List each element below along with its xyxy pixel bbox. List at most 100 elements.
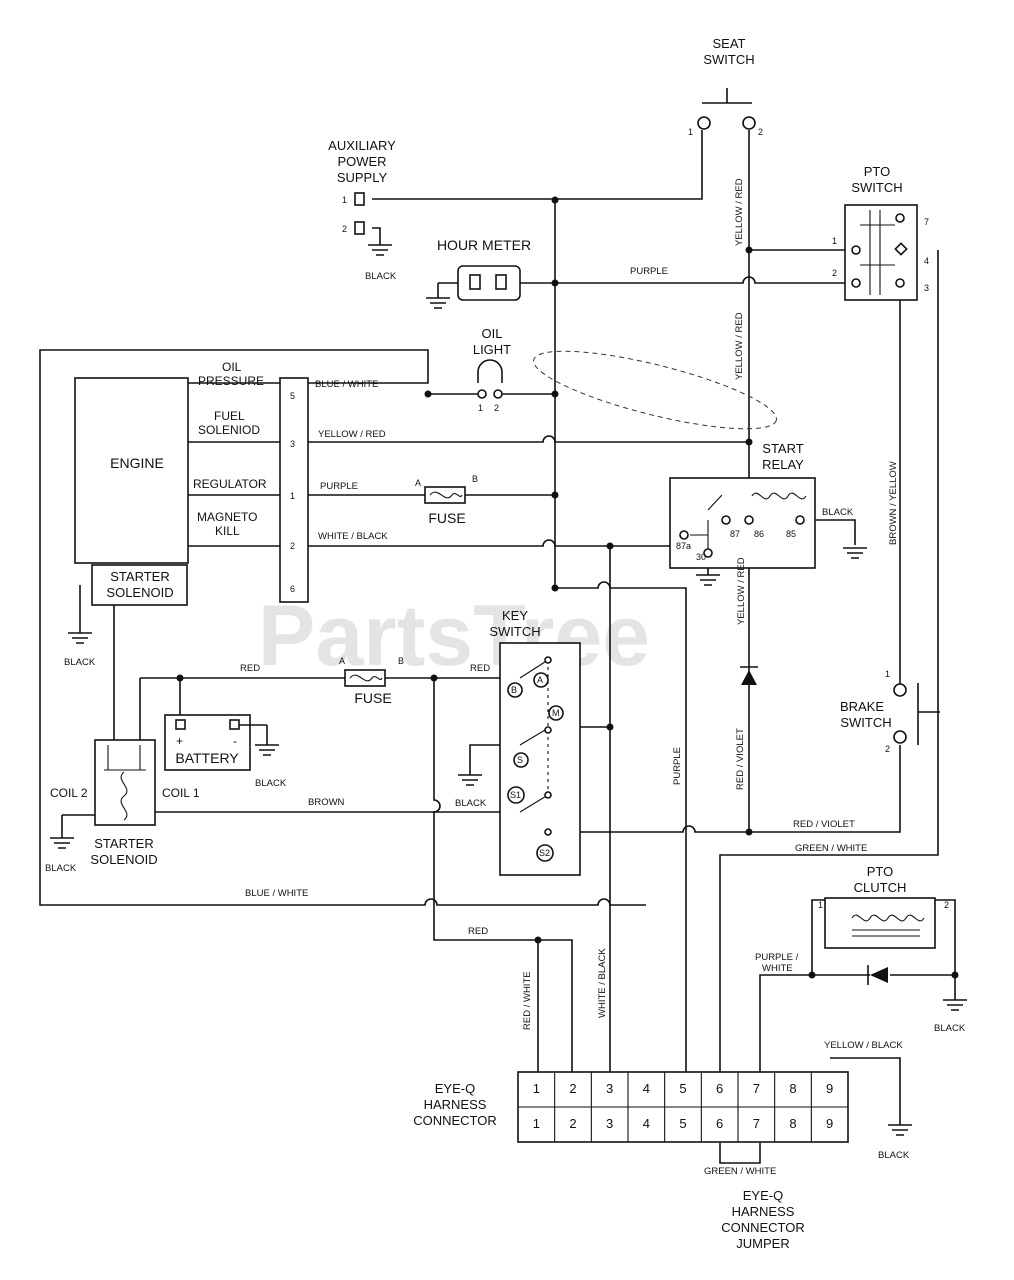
wl-purple-white-1: PURPLE /: [755, 952, 799, 963]
engine-pin-2: 2: [290, 541, 295, 551]
relay-black-label: BLACK: [822, 507, 854, 518]
brake-switch: BRAKE SWITCH 1 2: [840, 669, 940, 754]
seat-switch-label-1: SEAT: [713, 36, 746, 51]
connector-label-1: EYE-Q: [435, 1081, 475, 1096]
clutch-black-label: BLACK: [934, 1023, 966, 1034]
key-pin-s: S: [517, 755, 523, 765]
watermark: PartsTree: [258, 588, 650, 684]
wl-red-bottom: RED: [468, 926, 488, 937]
aux-pin-2: 2: [342, 224, 347, 234]
wl-purple-regulator: PURPLE: [320, 481, 358, 492]
wl-blue-white-bottom: BLUE / WHITE: [245, 888, 308, 899]
wires: [39, 130, 956, 1164]
connector-pin-top-5: 5: [679, 1081, 686, 1096]
engine-pin-3: 3: [290, 439, 295, 449]
connector-pin-top-9: 9: [826, 1081, 833, 1096]
fuse-bottom: A B FUSE: [339, 656, 404, 706]
relay-pin-87a: 87a: [676, 541, 691, 551]
wl-yellow-black: YELLOW / BLACK: [824, 1040, 903, 1051]
fuel-solenoid-label-1: FUEL: [214, 409, 245, 423]
brake-switch-label-2: SWITCH: [840, 715, 891, 730]
battery: + - BATTERY BLACK: [164, 714, 287, 789]
jumper-label-4: JUMPER: [736, 1236, 789, 1251]
connector-pin-bottom-3: 3: [606, 1116, 613, 1131]
engine: ENGINE STARTER SOLENOID OIL PRESSURE FUE…: [64, 360, 309, 668]
connector-pin-bottom-8: 8: [789, 1116, 796, 1131]
wire-labels: PURPLE YELLOW / RED YELLOW / RED BLUE / …: [240, 178, 903, 1177]
connector-label-2: HARNESS: [424, 1097, 487, 1112]
fuse-top-label: FUSE: [428, 510, 465, 526]
engine-pin-5: 5: [290, 391, 295, 401]
aux-label-2: POWER: [337, 154, 386, 169]
connector-pin-bottom-9: 9: [826, 1116, 833, 1131]
key-pin-m: M: [552, 708, 560, 718]
auxiliary-power-supply: AUXILIARY POWER SUPPLY 1 2 BLACK: [328, 138, 397, 282]
oil-light-label-2: LIGHT: [473, 342, 511, 357]
connector-pin-bottom-4: 4: [643, 1116, 650, 1131]
wl-red-top-left: RED: [240, 663, 260, 674]
connector-label-3: CONNECTOR: [413, 1113, 497, 1128]
connector-pin-top-3: 3: [606, 1081, 613, 1096]
pto-pin-1: 1: [832, 236, 837, 246]
aux-black-label: BLACK: [365, 271, 397, 282]
wl-yellow-red-relay: YELLOW / RED: [734, 312, 745, 380]
eye-q-connector: EYE-Q HARNESS CONNECTOR 1122334455667788…: [413, 1071, 849, 1143]
wl-white-black-vertical: WHITE / BLACK: [597, 948, 608, 1018]
fuel-solenoid-label-2: SOLENIOD: [198, 423, 260, 437]
key-black-label: BLACK: [455, 798, 487, 809]
solenoid-black-label: BLACK: [45, 863, 77, 874]
brake-switch-label-1: BRAKE: [840, 699, 884, 714]
brake-pin-2: 2: [885, 744, 890, 754]
wl-blue-white-oil: BLUE / WHITE: [315, 379, 378, 390]
connector-pin-top-1: 1: [533, 1081, 540, 1096]
connector-pin-bottom-5: 5: [679, 1116, 686, 1131]
battery-label: BATTERY: [175, 750, 239, 766]
hour-meter: HOUR METER: [426, 237, 531, 309]
wl-yellow-red-lower: YELLOW / RED: [736, 557, 747, 625]
battery-black-label: BLACK: [255, 778, 287, 789]
junction-dots: [176, 196, 959, 979]
aux-pin-1: 1: [342, 195, 347, 205]
connector-pin-bottom-2: 2: [569, 1116, 576, 1131]
fuse-top: A B FUSE: [415, 474, 478, 526]
diode-red-violet: [740, 666, 758, 685]
aux-label-3: SUPPLY: [337, 170, 388, 185]
wl-yellow-red-fuel: YELLOW / RED: [318, 429, 386, 440]
wl-red-top-right: RED: [470, 663, 490, 674]
pin9-black-label: BLACK: [878, 1150, 910, 1161]
starter-solenoid-box-label-2: SOLENOID: [106, 585, 173, 600]
connector-pin-bottom-6: 6: [716, 1116, 723, 1131]
starter-solenoid-box-label-1: STARTER: [110, 569, 169, 584]
starter-solenoid: COIL 2 COIL 1 STARTER SOLENOID BLACK: [45, 739, 200, 874]
coil1-label: COIL 1: [162, 786, 200, 800]
engine-pin-6: 6: [290, 584, 295, 594]
highlight-ellipse: [533, 350, 777, 430]
brake-pin-1: 1: [885, 669, 890, 679]
key-switch-label-1: KEY: [502, 608, 528, 623]
key-switch: KEY SWITCH B A M S S1 S2 BLACK: [455, 608, 581, 876]
fuse-bottom-pin-b: B: [398, 656, 404, 666]
starter-solenoid-label-2: SOLENOID: [90, 852, 157, 867]
oil-pressure-label-2: PRESSURE: [198, 374, 264, 388]
clutch-pin-2: 2: [944, 900, 949, 910]
jumper-label-1: EYE-Q: [743, 1188, 783, 1203]
key-pin-a: A: [537, 675, 543, 685]
oil-pin-1: 1: [478, 403, 483, 413]
regulator-label: REGULATOR: [193, 477, 267, 491]
relay-pin-87: 87: [730, 529, 740, 539]
relay-pin-85: 85: [786, 529, 796, 539]
coil2-label: COIL 2: [50, 786, 88, 800]
seat-switch: SEAT SWITCH 1 2: [688, 36, 763, 137]
oil-light-label-1: OIL: [482, 326, 503, 341]
wl-green-white: GREEN / WHITE: [795, 843, 867, 854]
connector-pin-bottom-7: 7: [753, 1116, 760, 1131]
fuse-bottom-label: FUSE: [354, 690, 391, 706]
wl-brown-yellow: BROWN / YELLOW: [888, 461, 899, 545]
fuse-top-pin-b: B: [472, 474, 478, 484]
connector-pin-top-7: 7: [753, 1081, 760, 1096]
pto-switch: PTO SWITCH 1 2 7 4 3: [832, 164, 929, 301]
key-pin-s2: S2: [539, 848, 550, 858]
wl-red-violet-vertical: RED / VIOLET: [735, 728, 746, 790]
hour-meter-label: HOUR METER: [437, 237, 531, 253]
